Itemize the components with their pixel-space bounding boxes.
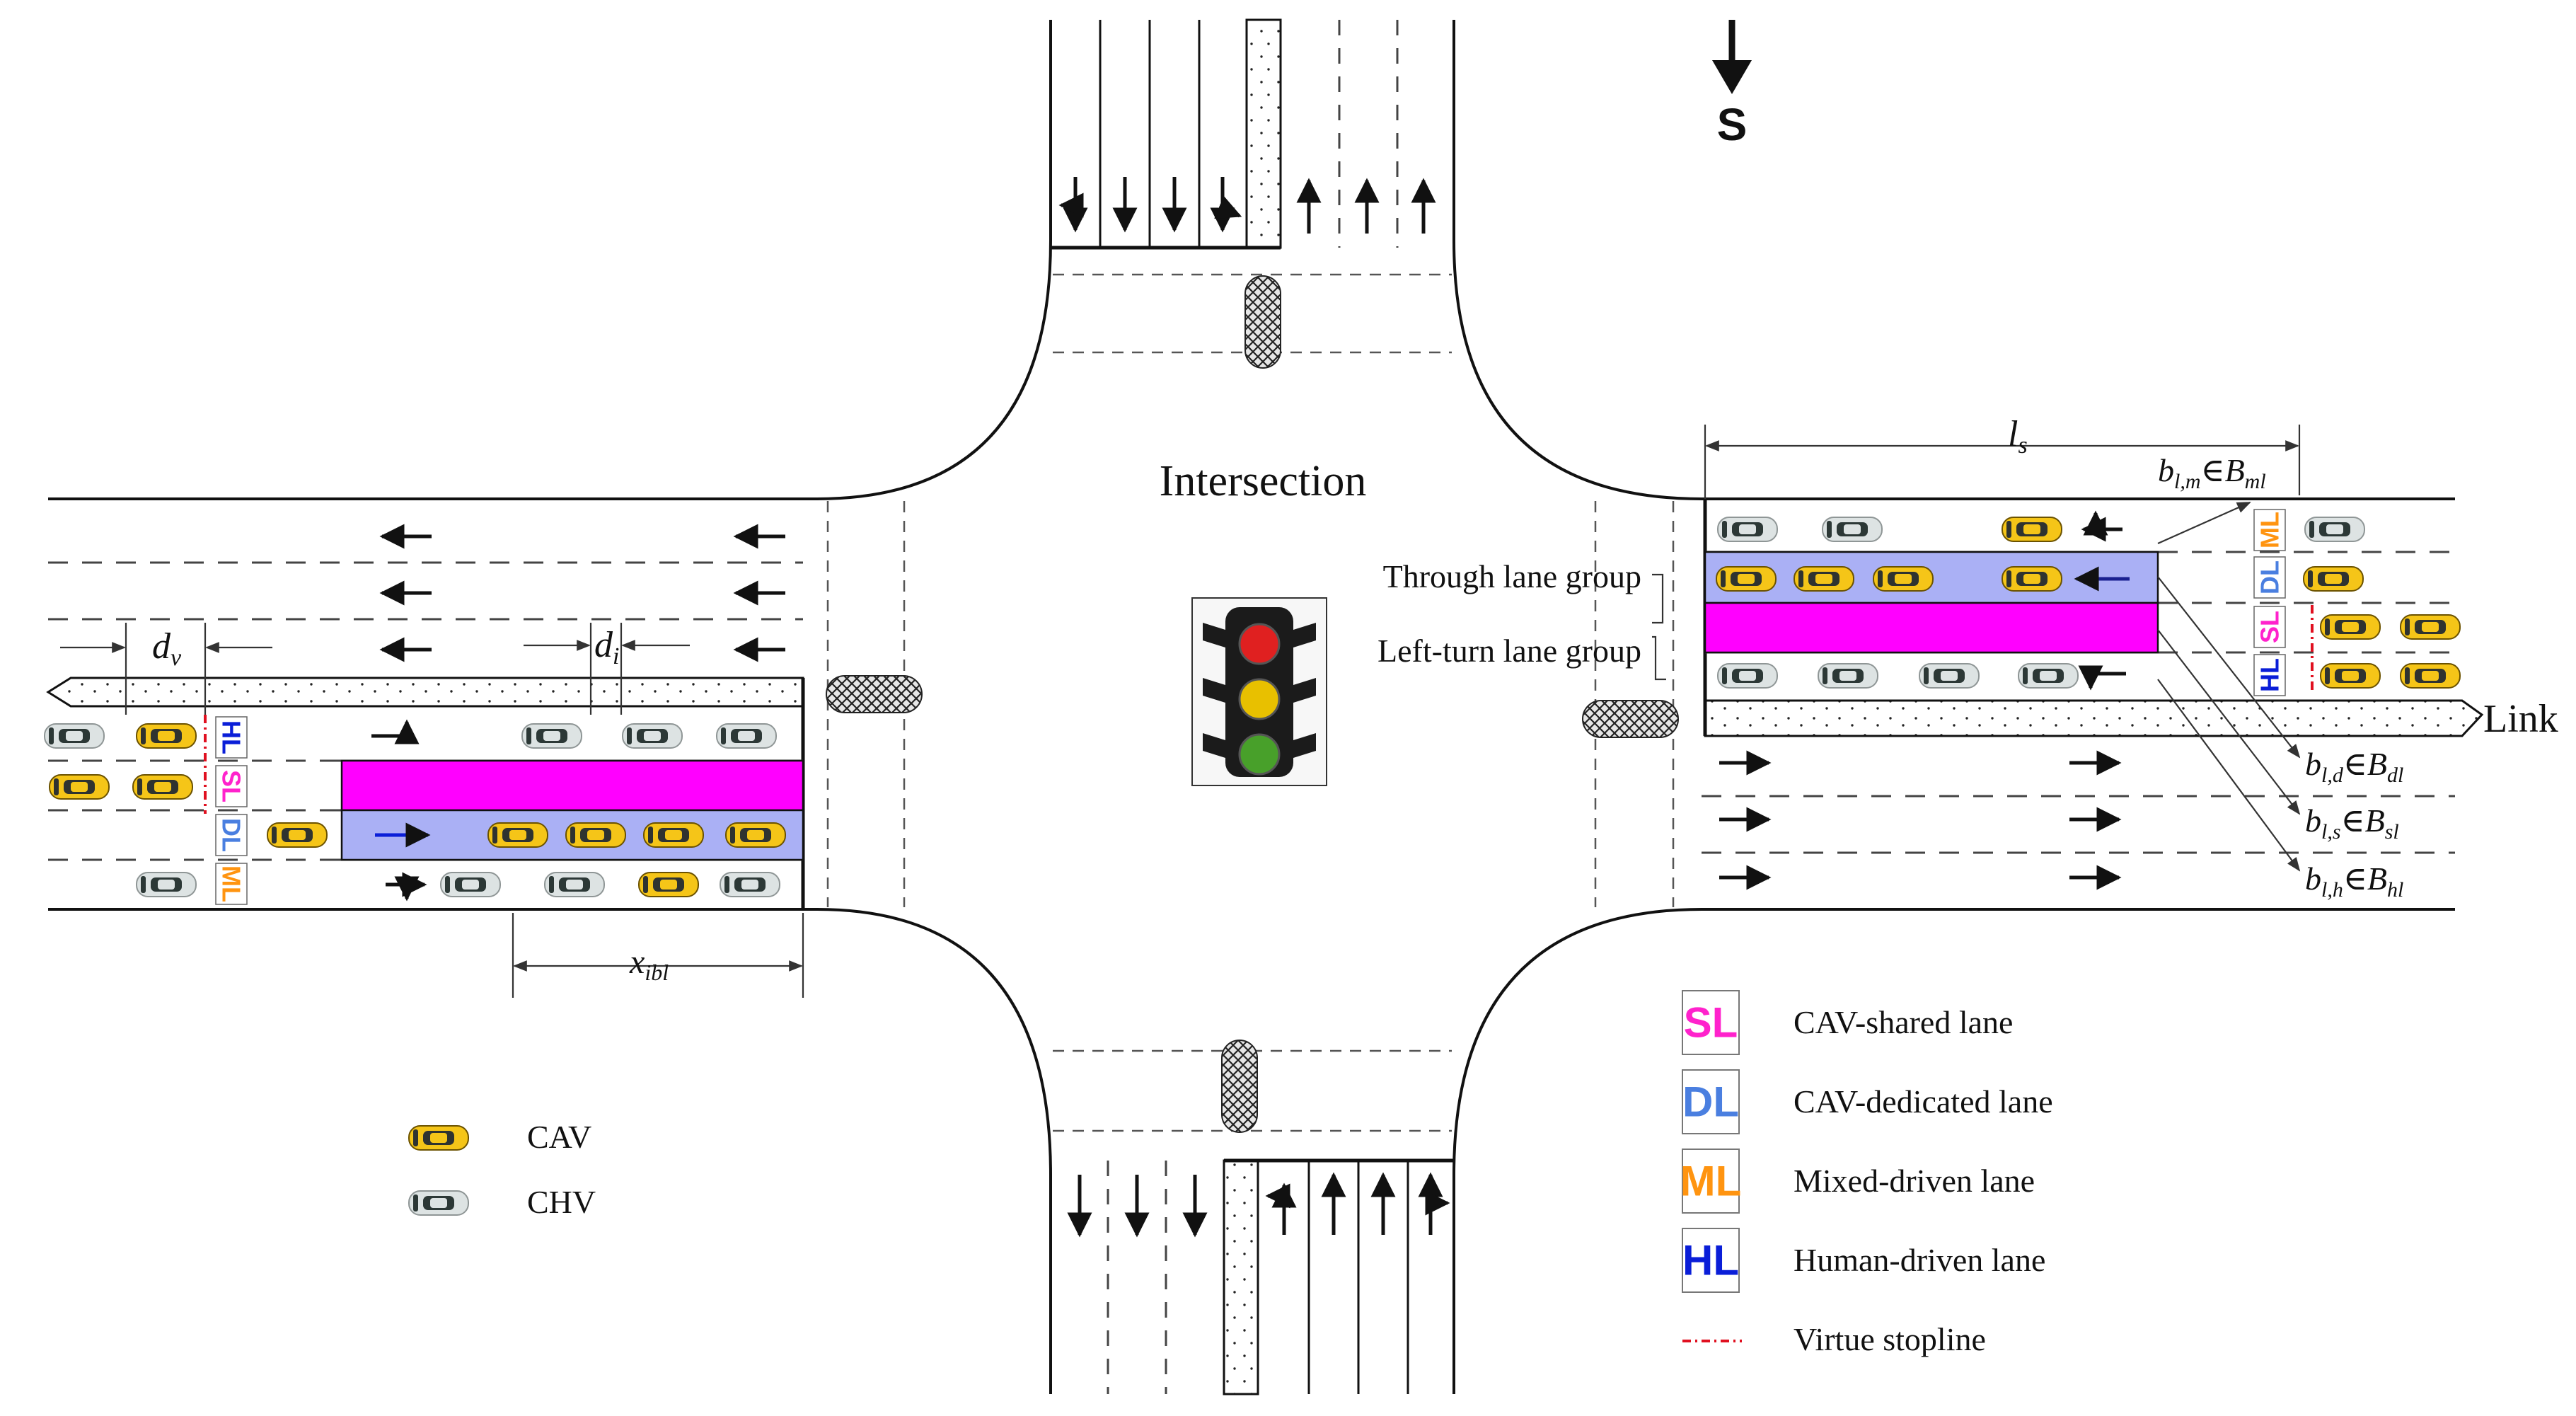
- legend-item-stopline: Virtue stopline: [1682, 1321, 1986, 1357]
- legend-item-sl: SL CAV-shared lane: [1682, 990, 2013, 1055]
- svg-text:Human-driven lane: Human-driven lane: [1794, 1242, 2045, 1278]
- through-lane-group-label: Through lane group: [1383, 558, 1641, 594]
- svg-text:ML: ML: [1680, 1158, 1742, 1205]
- cav-legend-label: CAV: [527, 1119, 591, 1155]
- vehicle-legend: CAV CHV: [408, 1119, 596, 1220]
- east-dl-tag: DL: [2256, 560, 2285, 594]
- chv-legend-icon: [408, 1190, 469, 1216]
- refuge-islands: [826, 275, 1679, 1133]
- east-approach: ML DL SL HL: [1702, 499, 2484, 890]
- road-edges: [48, 20, 2455, 1394]
- traffic-light-icon: [1191, 597, 1327, 786]
- east-ml-tag: ML: [2256, 512, 2285, 548]
- cav-legend-icon: [408, 1125, 469, 1151]
- west-sl-tag: SL: [217, 770, 246, 802]
- legend-item-dl: DL CAV-dedicated lane: [1682, 1069, 2053, 1134]
- west-dl-tag: DL: [217, 818, 246, 852]
- chv-legend-label: CHV: [527, 1184, 596, 1220]
- di-label: di: [594, 625, 619, 669]
- bld-label: bl,d∈Bdl: [2305, 746, 2403, 787]
- blm-label: bl,m∈Bml: [2158, 452, 2266, 493]
- dimensions: [60, 425, 2301, 998]
- west-lane-tags: HL SL DL ML: [215, 716, 248, 905]
- south-approach: [1067, 1158, 1454, 1395]
- east-lane-tags: ML DL SL HL: [2253, 509, 2286, 696]
- intersection-label: Intersection: [1160, 457, 1367, 505]
- red-light: [1238, 623, 1281, 665]
- svg-text:Mixed-driven lane: Mixed-driven lane: [1794, 1163, 2035, 1199]
- legend-item-hl: HL Human-driven lane: [1682, 1228, 2045, 1293]
- svg-text:HL: HL: [1682, 1237, 1739, 1284]
- green-light: [1238, 733, 1281, 776]
- ls-label: ls: [2008, 414, 2028, 459]
- north-approach: [1051, 18, 1436, 250]
- dv-label: dv: [152, 626, 182, 671]
- svg-text:SL: SL: [1684, 999, 1738, 1047]
- lane-type-legend: SL CAV-shared lane DL CAV-dedicated lane…: [1680, 990, 2053, 1357]
- east-hl-tag: HL: [2256, 658, 2285, 692]
- left-turn-lane-group-label: Left-turn lane group: [1377, 633, 1641, 669]
- west-ml-tag: ML: [217, 865, 246, 902]
- link-label: Link: [2483, 697, 2558, 741]
- west-approach: HL SL DL ML: [44, 524, 805, 909]
- bls-label: bl,s∈Bsl: [2305, 802, 2399, 844]
- svg-text:CAV-shared lane: CAV-shared lane: [1794, 1004, 2013, 1040]
- east-sl-tag: SL: [2256, 611, 2285, 643]
- direction-label: S: [1717, 99, 1748, 150]
- west-hl-tag: HL: [217, 720, 246, 754]
- svg-text:DL: DL: [1682, 1078, 1739, 1126]
- xibl-label: xibl: [629, 943, 669, 985]
- svg-text:Virtue stopline: Virtue stopline: [1794, 1321, 1986, 1357]
- blh-label: bl,h∈Bhl: [2305, 860, 2403, 902]
- yellow-light: [1238, 678, 1281, 720]
- legend-item-ml: ML Mixed-driven lane: [1680, 1149, 2035, 1214]
- direction-indicator: S: [1712, 20, 1752, 150]
- svg-text:CAV-dedicated lane: CAV-dedicated lane: [1794, 1083, 2053, 1119]
